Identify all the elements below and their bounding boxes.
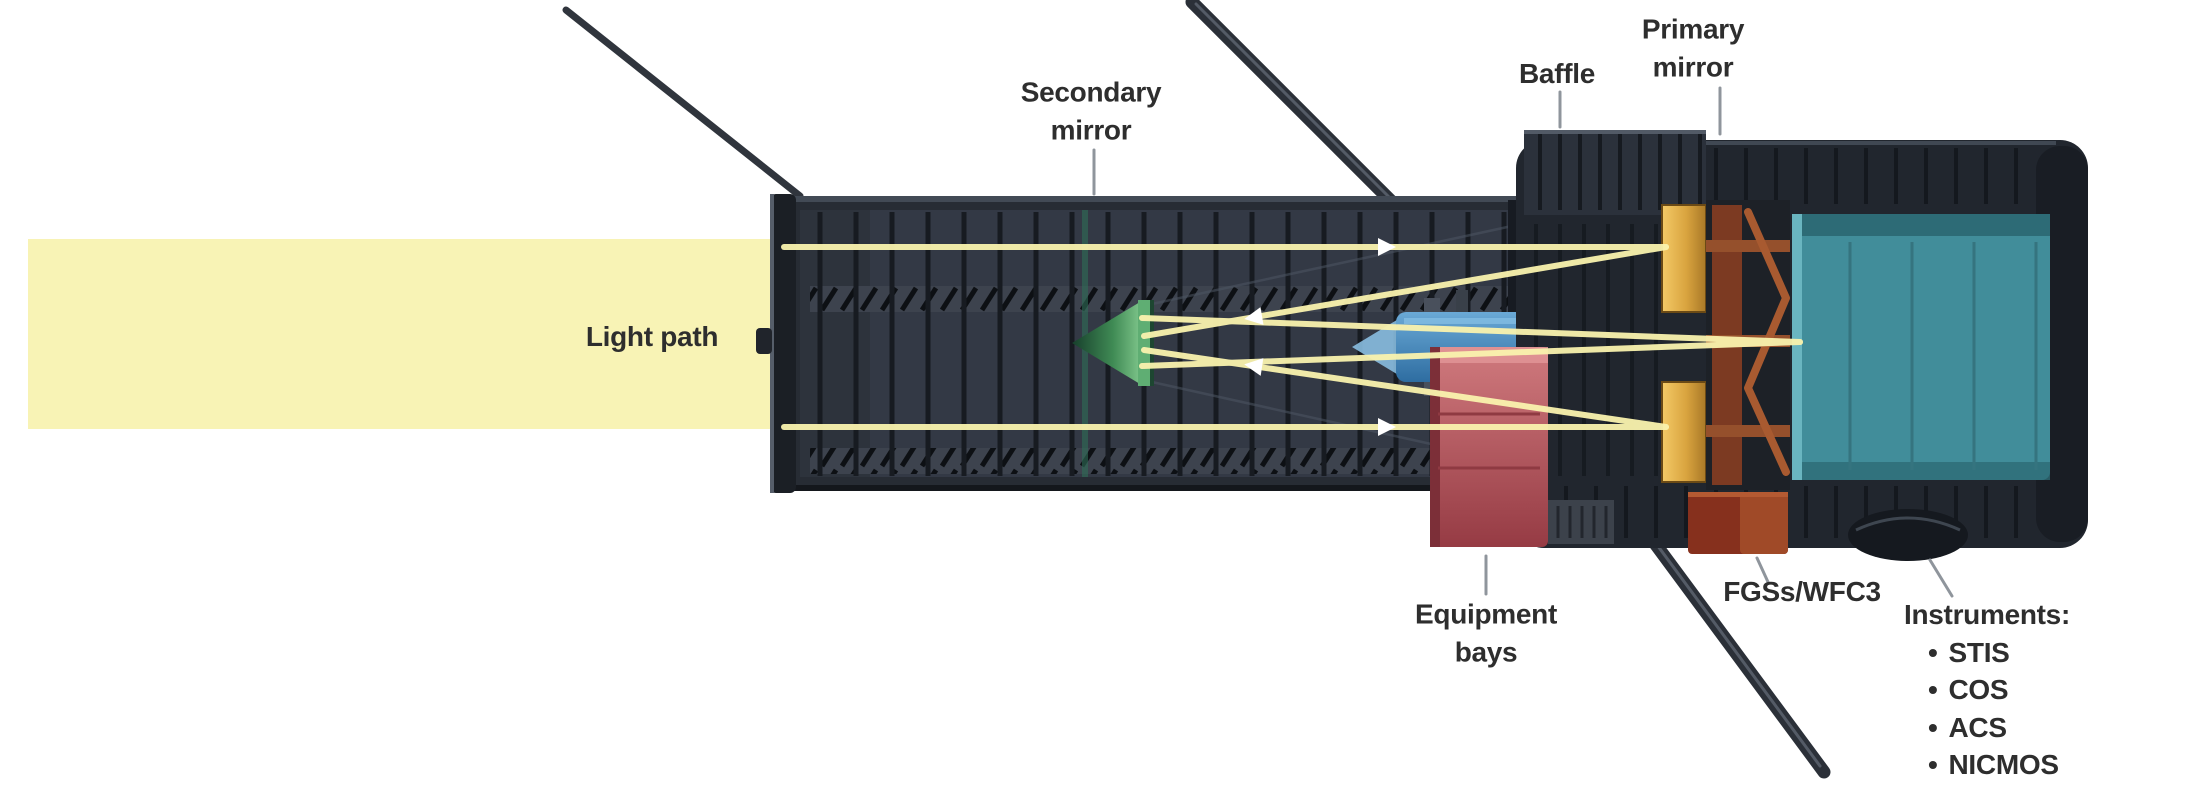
label-equipment-bays: Equipment bays — [1415, 595, 1557, 670]
secondary-mirror-cone — [1072, 302, 1140, 384]
label-equipment-bays-line2: bays — [1454, 636, 1518, 667]
light-rays — [781, 244, 1803, 430]
label-primary-mirror-line1: Primary — [1641, 13, 1745, 45]
label-instrument-acs-text: ACS — [1948, 711, 2008, 743]
label-primary-mirror-line2: mirror — [1652, 51, 1734, 82]
leader-lines — [1092, 86, 1954, 598]
label-equipment-bays-line1: Equipment — [1415, 598, 1557, 630]
arrow-to-secondary-top — [1244, 307, 1264, 325]
aft-fitting — [1848, 509, 1968, 561]
boom-bottom-right-highlight — [1647, 532, 1822, 768]
bullet-icon: • — [1928, 749, 1938, 781]
arrow-right-bottom — [1378, 418, 1396, 436]
primary-mirror — [1661, 204, 1707, 483]
arrow-right-top — [1378, 238, 1396, 256]
label-instrument-acs: • ACS — [1904, 709, 2070, 747]
boom-top-center-highlight — [1194, 2, 1392, 200]
fgs-wfc3-box — [1688, 492, 1788, 554]
bullet-icon: • — [1928, 636, 1938, 668]
label-secondary-mirror: Secondary mirror — [1020, 73, 1162, 148]
light-beam — [28, 239, 785, 429]
bullet-icon: • — [1928, 711, 1938, 743]
aperture-latch — [756, 328, 772, 354]
label-light-path: Light path — [585, 321, 719, 353]
instrument-module — [1792, 214, 2050, 480]
label-instruments-heading: Instruments: — [1904, 599, 2070, 630]
label-instruments: Instruments: • STIS • COS • ACS • NICMOS — [1904, 596, 2070, 784]
label-fgs-wfc3: FGSs/WFC3 — [1723, 576, 1881, 608]
aft-section — [1516, 130, 2088, 548]
aft-top-ribs — [1714, 148, 2018, 204]
baffle — [1524, 130, 1706, 215]
label-instrument-stis: • STIS — [1904, 634, 2070, 672]
label-primary-mirror: Primary mirror — [1641, 10, 1745, 85]
leader-instruments — [1928, 558, 1954, 598]
label-baffle: Baffle — [1519, 58, 1595, 90]
bullet-icon: • — [1928, 674, 1938, 706]
ray-secondary-to-focus-top — [1139, 315, 1803, 345]
leader-fgs-wfc3 — [1755, 556, 1770, 584]
boom-top-left — [562, 6, 804, 200]
label-secondary-mirror-line1: Secondary — [1020, 76, 1162, 108]
aperture-rim — [770, 194, 796, 493]
label-instrument-nicmos: • NICMOS — [1904, 746, 2070, 784]
label-instrument-stis-text: STIS — [1948, 636, 2010, 668]
ray-direction-arrows — [1244, 238, 1396, 436]
label-instrument-cos: • COS — [1904, 671, 2070, 709]
baffle-vanes-bottom — [810, 448, 1510, 474]
arrow-to-secondary-bottom — [1244, 358, 1264, 376]
label-instrument-nicmos-text: NICMOS — [1948, 749, 2060, 781]
antenna-booms — [562, 0, 1831, 779]
label-secondary-mirror-line2: mirror — [1050, 114, 1132, 145]
label-instrument-cos-text: COS — [1948, 674, 2009, 706]
